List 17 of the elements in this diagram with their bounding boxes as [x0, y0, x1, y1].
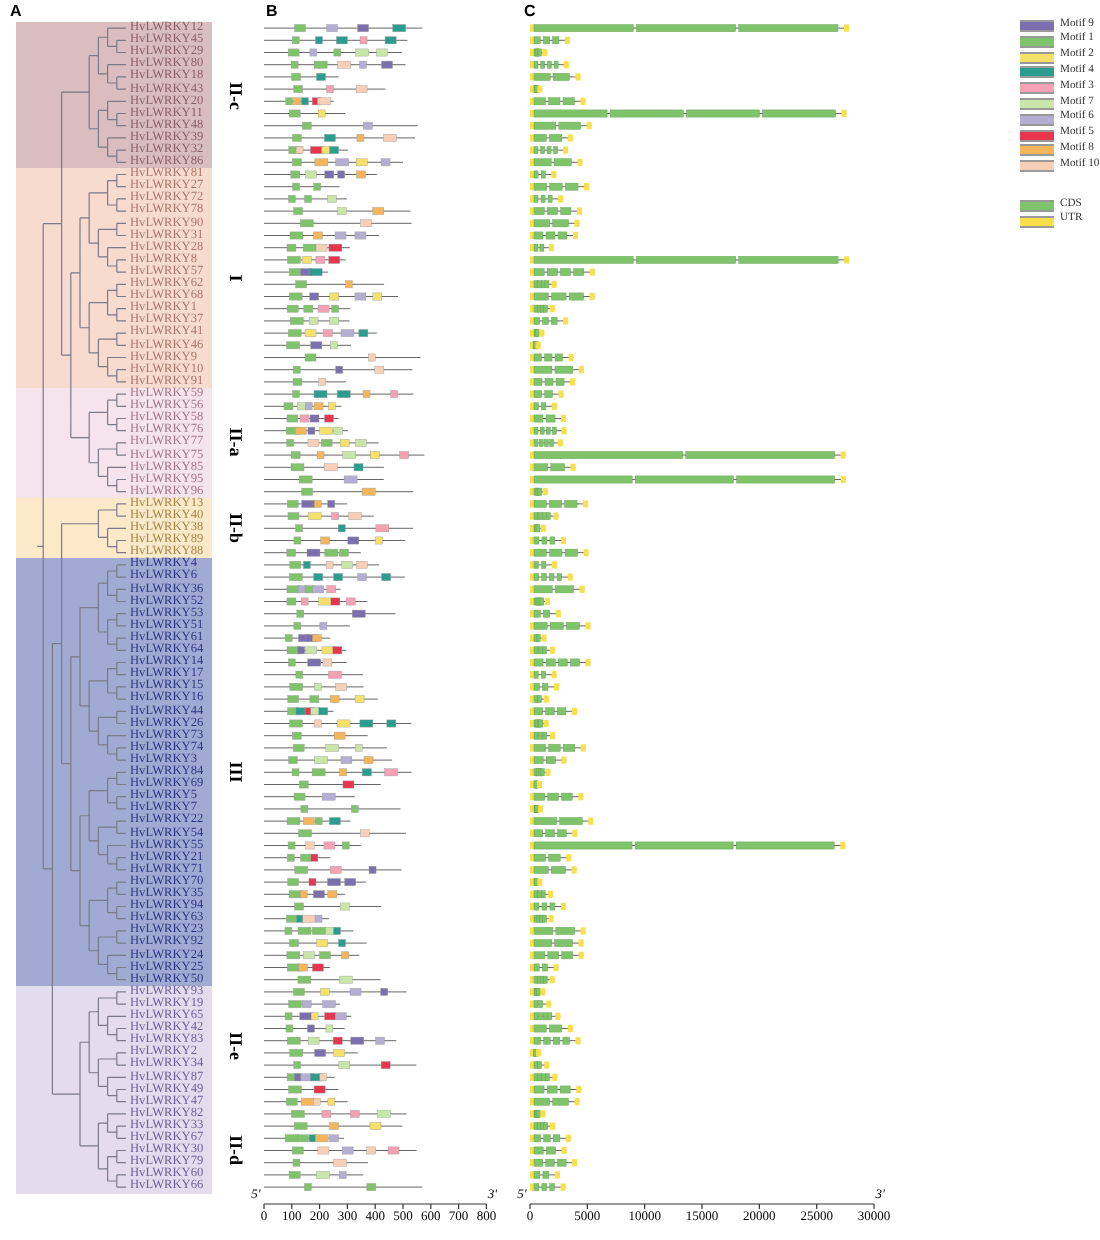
- clade-band: [16, 985, 212, 1108]
- panel-letter: C: [524, 2, 536, 20]
- clade-label: II-c: [226, 81, 246, 110]
- clade-band: [16, 388, 212, 498]
- panel-letter: A: [10, 2, 22, 20]
- clade-band: [16, 558, 212, 986]
- clade-label: II-a: [226, 428, 246, 458]
- clade-band: [16, 497, 212, 559]
- clade-label: II-e: [226, 1032, 246, 1061]
- clade-band: [16, 168, 212, 388]
- clade-label: II-b: [226, 513, 246, 544]
- clade-label: II-d: [226, 1135, 246, 1166]
- clade-label: I: [226, 274, 246, 282]
- clade-label: III: [226, 761, 246, 783]
- clade-band: [16, 22, 212, 169]
- clade-band: [16, 1107, 212, 1194]
- panel-letter: B: [266, 2, 278, 20]
